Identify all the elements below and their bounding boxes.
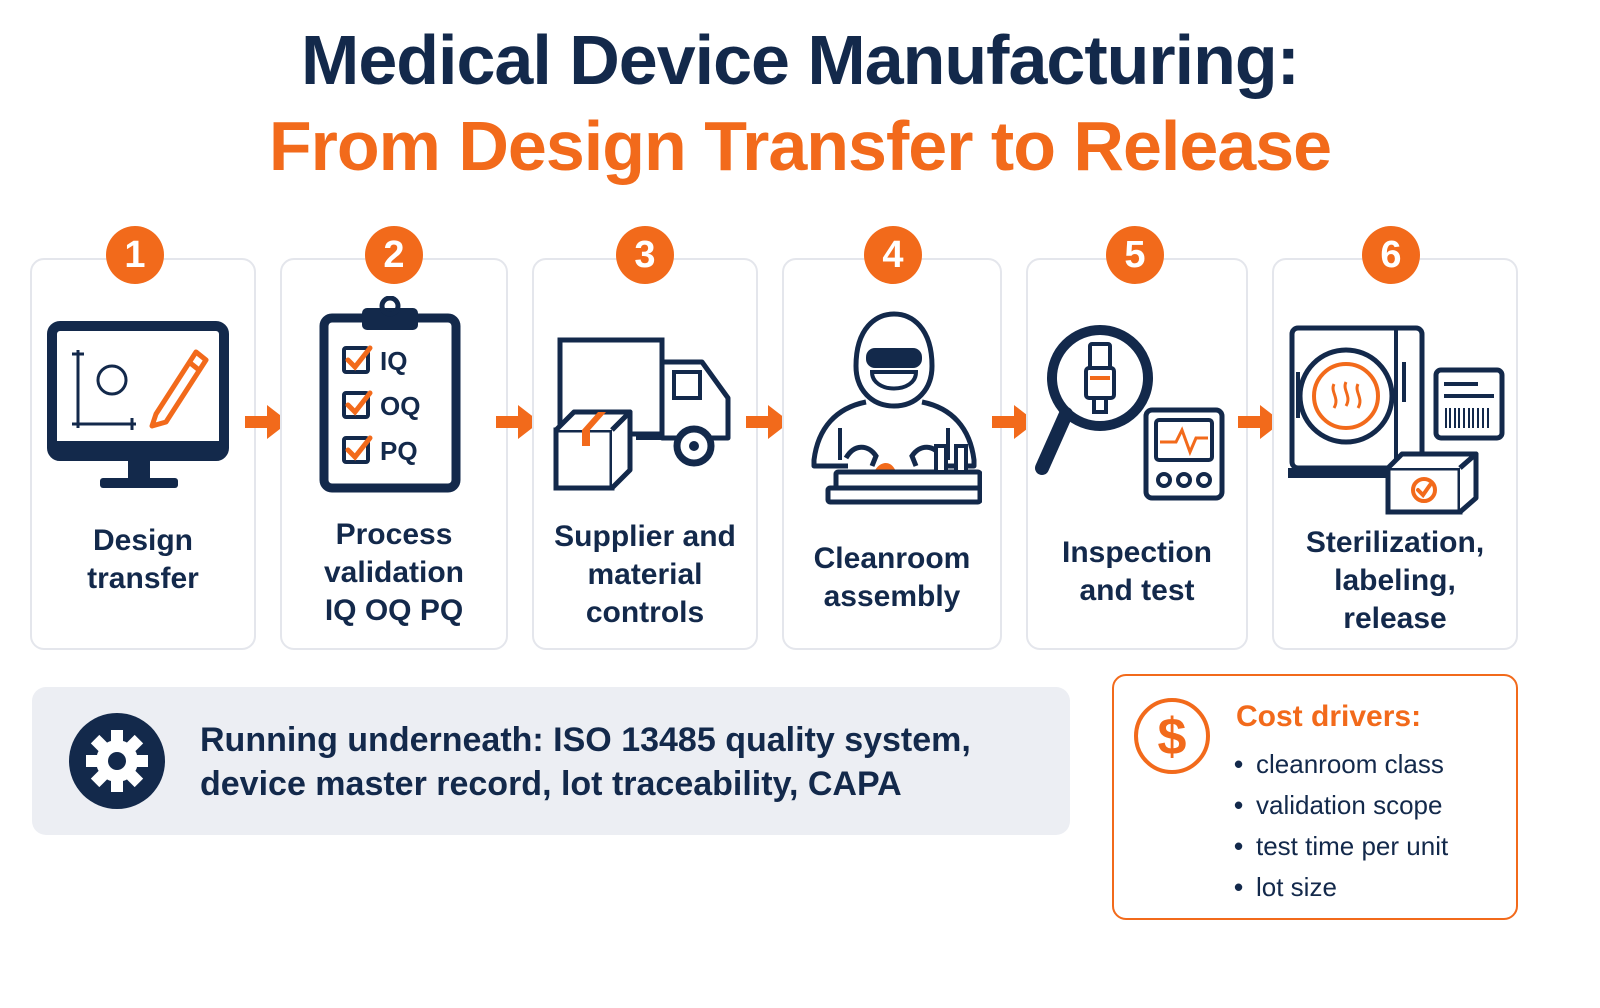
step-label-1: Design transfer: [87, 524, 199, 595]
arrow-3-icon: [746, 405, 790, 439]
step-badge-2: 2: [365, 226, 423, 284]
page-title: Medical Device Manufacturing:: [301, 21, 1300, 99]
svg-text:$: $: [1158, 708, 1187, 766]
cleanroom-worker-icon: [811, 311, 982, 505]
arrow-2-icon: [496, 405, 540, 439]
step-badge-5: 5: [1106, 226, 1164, 284]
clipboard-checklist-icon: IQ OQ PQ: [319, 296, 461, 493]
step-label-3: Supplier and material controls: [554, 520, 736, 629]
cost-drivers-list: cleanroom class validation scope test ti…: [1234, 744, 1448, 908]
dollar-icon: $: [1134, 698, 1210, 774]
step-label-6: Sterilization, labeling, release: [1305, 526, 1485, 635]
step-badge-6: 6: [1362, 226, 1420, 284]
checklist-iq: IQ: [380, 346, 407, 376]
step-label-4: Cleanroom assembly: [813, 542, 971, 613]
checklist-pq: PQ: [380, 436, 418, 466]
list-item: validation scope: [1234, 785, 1448, 826]
step-badge-4: 4: [864, 226, 922, 284]
arrow-4-icon: [992, 405, 1036, 439]
monitor-design-icon: [47, 321, 229, 488]
step-badge-1: 1: [106, 226, 164, 284]
cost-drivers-title: Cost drivers:: [1236, 700, 1422, 733]
step-label-2: Process validation IQ OQ PQ: [323, 518, 465, 627]
sterilizer-label-icon: [1288, 325, 1505, 515]
step-badge-3: 3: [616, 226, 674, 284]
checklist-oq: OQ: [380, 391, 420, 421]
delivery-truck-icon: [553, 337, 731, 491]
list-item: lot size: [1234, 867, 1448, 908]
magnifier-test-icon: [1035, 325, 1225, 501]
arrow-1-icon: [245, 405, 289, 439]
page-subtitle: From Design Transfer to Release: [268, 107, 1332, 185]
running-underneath-panel: [32, 687, 1070, 835]
arrow-5-icon: [1238, 405, 1282, 439]
gear-icon: [69, 713, 165, 809]
list-item: cleanroom class: [1234, 744, 1448, 785]
step-label-5: Inspection and test: [1061, 536, 1212, 607]
running-underneath-text: Running underneath: ISO 13485 quality sy…: [200, 721, 971, 803]
list-item: test time per unit: [1234, 826, 1448, 867]
